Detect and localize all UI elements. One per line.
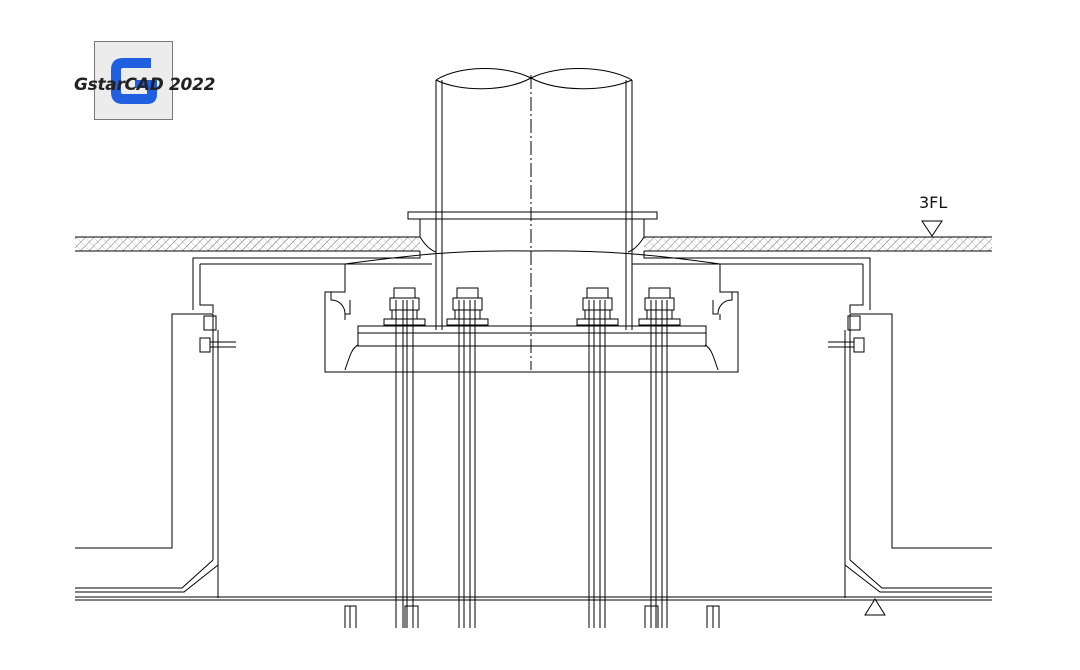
app-logo-text: GstarCAD 2022 xyxy=(74,75,216,95)
anchor-bolt-1 xyxy=(384,288,425,628)
base-plate xyxy=(358,326,706,346)
slab-opening-frame xyxy=(193,251,870,313)
level-marker-3fl xyxy=(922,221,942,236)
anchor-bolt-3 xyxy=(577,288,618,628)
floor-slab-left xyxy=(75,237,420,251)
anchor-bolt-4 xyxy=(639,288,680,628)
right-wall-section xyxy=(828,314,992,598)
level-label-3fl: 3FL xyxy=(919,193,948,212)
lower-floor-line xyxy=(75,597,992,615)
gstar-g-icon xyxy=(111,58,157,104)
bottom-studs xyxy=(345,606,719,628)
steel-column xyxy=(408,68,657,370)
app-logo-icon xyxy=(94,41,173,120)
floor-slab-right xyxy=(644,237,992,251)
left-wall-section xyxy=(75,314,236,598)
anchor-bolt-2 xyxy=(447,288,488,628)
